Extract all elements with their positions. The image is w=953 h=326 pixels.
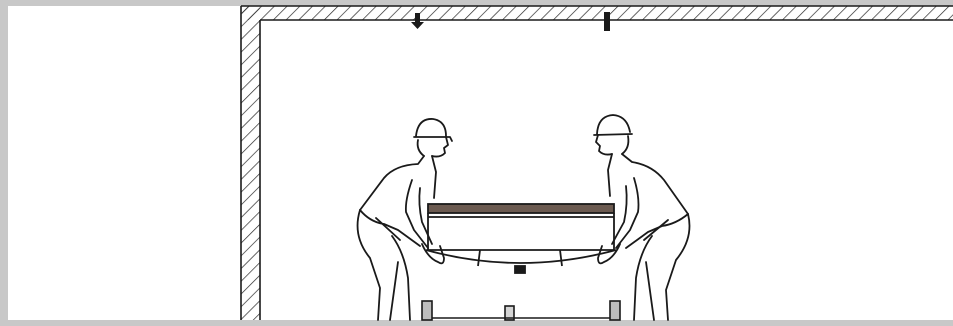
ceiling-mount-right bbox=[604, 12, 610, 31]
lifted-unit bbox=[426, 204, 616, 273]
ceiling bbox=[241, 6, 953, 20]
wall bbox=[241, 6, 260, 320]
mounting-bracket bbox=[422, 301, 620, 320]
worker-left bbox=[358, 119, 452, 320]
